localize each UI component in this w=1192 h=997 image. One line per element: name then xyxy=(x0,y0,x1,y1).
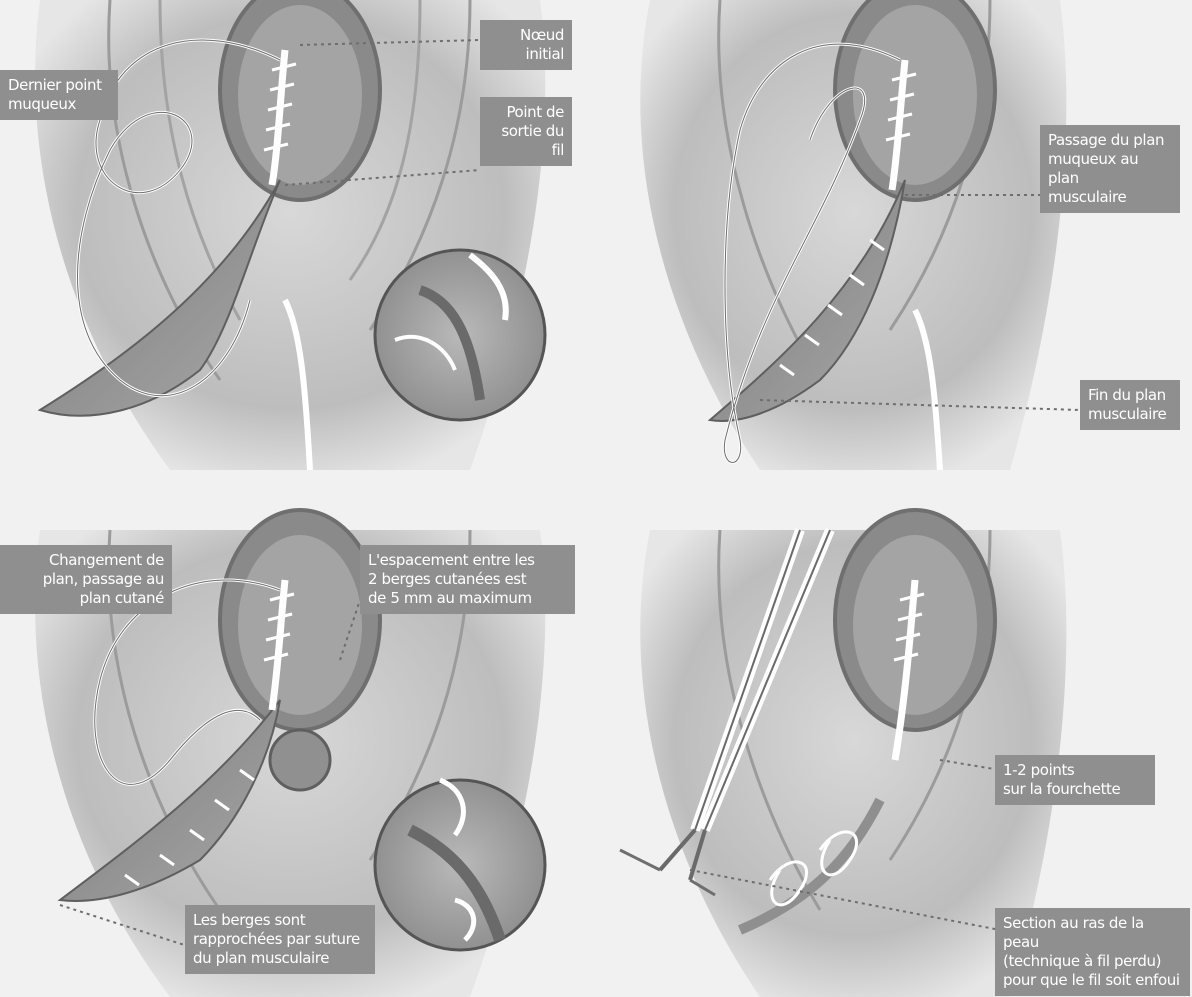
label-dernier-point-muqueux: Dernier point muqueux xyxy=(0,70,118,120)
label-fin-du-plan-musculaire: Fin du plan musculaire xyxy=(1080,380,1180,430)
label-berges-rapprochees: Les berges sont rapprochées par suture d… xyxy=(185,905,375,974)
label-noeud-initial: Nœud initial xyxy=(480,20,572,70)
label-espacement-berges: L'espacement entre les 2 berges cutanées… xyxy=(360,545,575,614)
label-point-de-sortie-du-fil: Point de sortie du fil xyxy=(480,97,572,166)
label-passage-plan-musculaire: Passage du plan muqueux au plan musculai… xyxy=(1040,125,1180,213)
label-changement-de-plan: Changement de plan, passage au plan cuta… xyxy=(0,545,172,614)
panel-top-right xyxy=(640,0,1080,470)
label-section-ras-peau: Section au ras de la peau (technique à f… xyxy=(995,908,1190,996)
label-points-fourchette: 1-2 points sur la fourchette xyxy=(995,755,1155,805)
